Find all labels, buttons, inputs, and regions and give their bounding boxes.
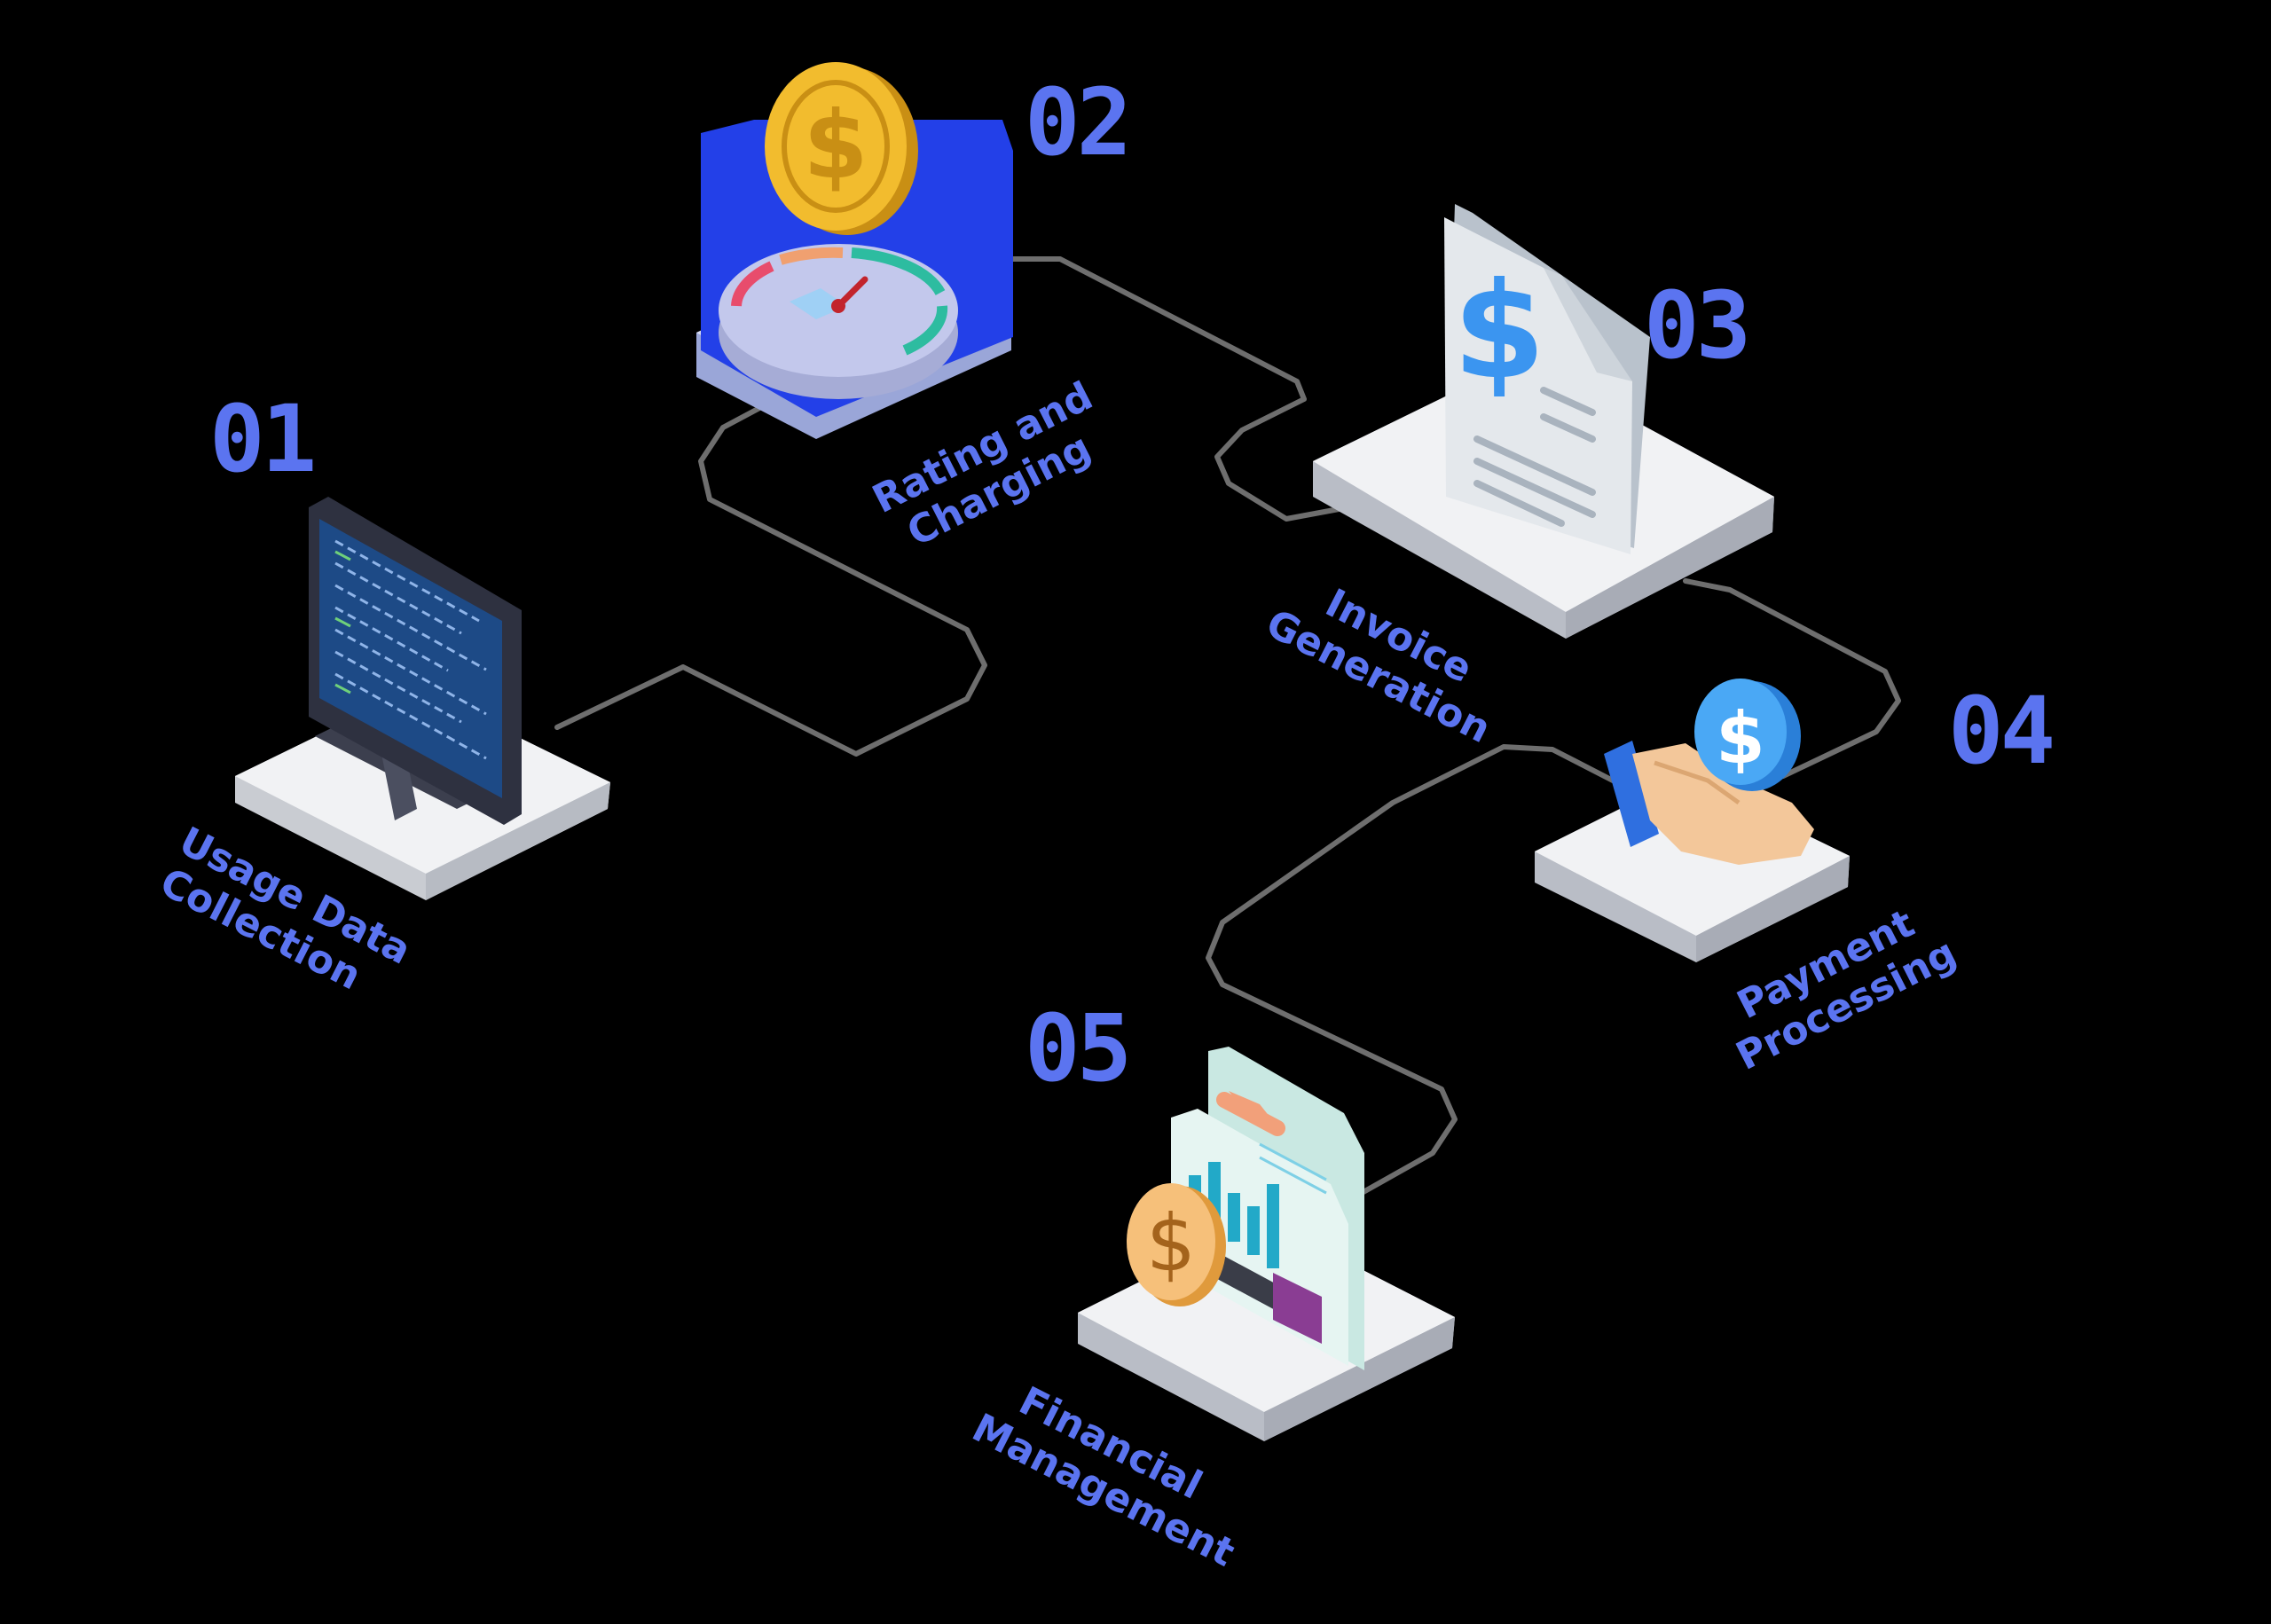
invoice-dollar-icon: $ [1444, 204, 1650, 554]
step-number-05: 05 [1025, 994, 1132, 1102]
step-number-02: 02 [1025, 68, 1132, 177]
hand-coin-icon: $ [1604, 679, 1814, 865]
node-01-usage-data-collection [235, 497, 610, 900]
step-number-04: 04 [1948, 677, 2055, 785]
connector-lines [554, 256, 1901, 1196]
node-05-financial-management: $ [1078, 1047, 1455, 1441]
node-03-invoice-generation: $ [1313, 204, 1774, 639]
node-02-rating-and-charging: $ [696, 62, 1013, 439]
meter-coin-icon: $ [719, 62, 958, 399]
monitor-code-icon [309, 497, 522, 825]
step-number-01: 01 [209, 385, 317, 493]
connector-04-05 [1206, 744, 1615, 1196]
connector-02-03 [957, 256, 1351, 522]
node-04-payment-processing: $ [1535, 679, 1850, 962]
svg-text:$: $ [1146, 1197, 1196, 1289]
svg-text:$: $ [803, 91, 868, 200]
svg-text:$: $ [1453, 255, 1545, 409]
svg-text:$: $ [1716, 697, 1765, 780]
connector-03-04 [1683, 578, 1901, 779]
step-number-03: 03 [1644, 271, 1751, 380]
report-chart-icon: $ [1127, 1047, 1364, 1370]
connector-01-02 [554, 404, 987, 757]
